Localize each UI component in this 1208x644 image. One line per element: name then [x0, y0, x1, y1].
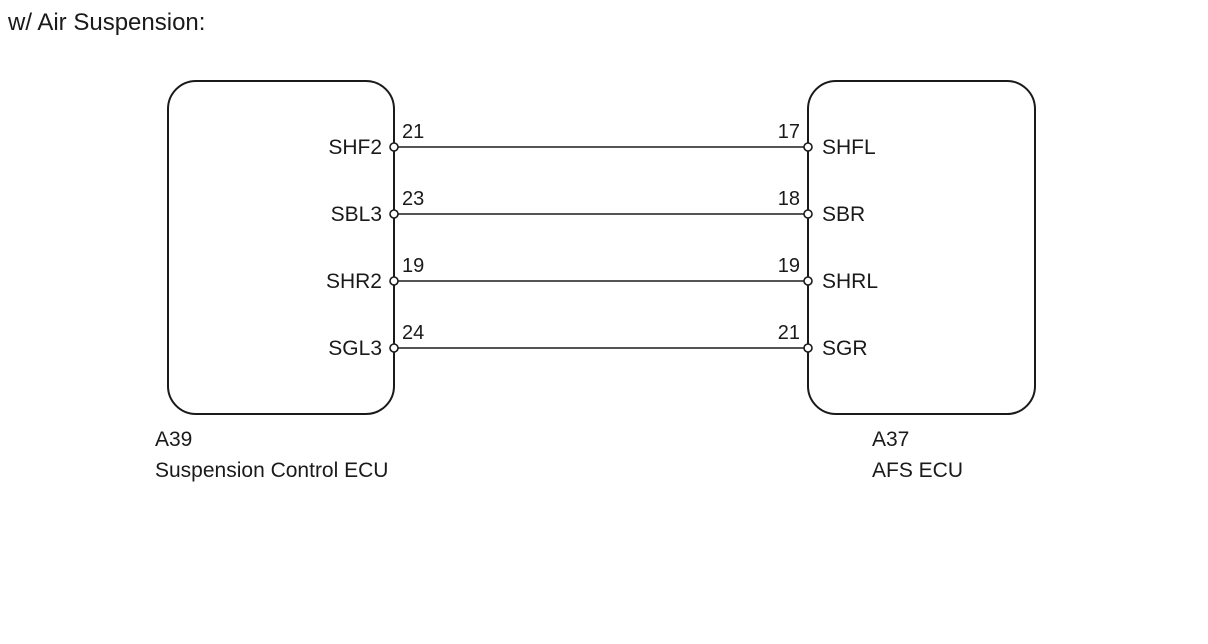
right-pin-number: 21: [778, 322, 800, 344]
right-pin-terminal: [803, 343, 813, 353]
right-ecu-name: AFS ECU: [872, 459, 963, 482]
left-pin-label: SHF2: [328, 136, 382, 159]
right-pin-label: SBR: [822, 203, 865, 226]
left-pin-terminal: [389, 276, 399, 286]
left-pin-terminal: [389, 343, 399, 353]
right-pin-terminal: [803, 209, 813, 219]
left-pin-terminal: [389, 209, 399, 219]
left-pin-label: SGL3: [328, 337, 382, 360]
left-ecu-name: Suspension Control ECU: [155, 459, 388, 482]
left-pin-label: SHR2: [326, 270, 382, 293]
right-pin-number: 17: [778, 121, 800, 143]
right-pin-label: SGR: [822, 337, 868, 360]
left-pin-number: 24: [402, 322, 424, 344]
right-ecu-connector: A37: [872, 428, 909, 451]
left-pin-label: SBL3: [331, 203, 382, 226]
left-ecu-box: [167, 80, 395, 415]
right-pin-terminal: [803, 142, 813, 152]
left-pin-terminal: [389, 142, 399, 152]
left-pin-number: 23: [402, 188, 424, 210]
left-pin-number: 19: [402, 255, 424, 277]
left-ecu-connector: A39: [155, 428, 192, 451]
left-pin-number: 21: [402, 121, 424, 143]
right-pin-number: 18: [778, 188, 800, 210]
right-pin-terminal: [803, 276, 813, 286]
diagram-title: w/ Air Suspension:: [8, 9, 206, 36]
right-ecu-box: [807, 80, 1036, 415]
right-pin-label: SHRL: [822, 270, 878, 293]
right-pin-label: SHFL: [822, 136, 876, 159]
right-pin-number: 19: [778, 255, 800, 277]
